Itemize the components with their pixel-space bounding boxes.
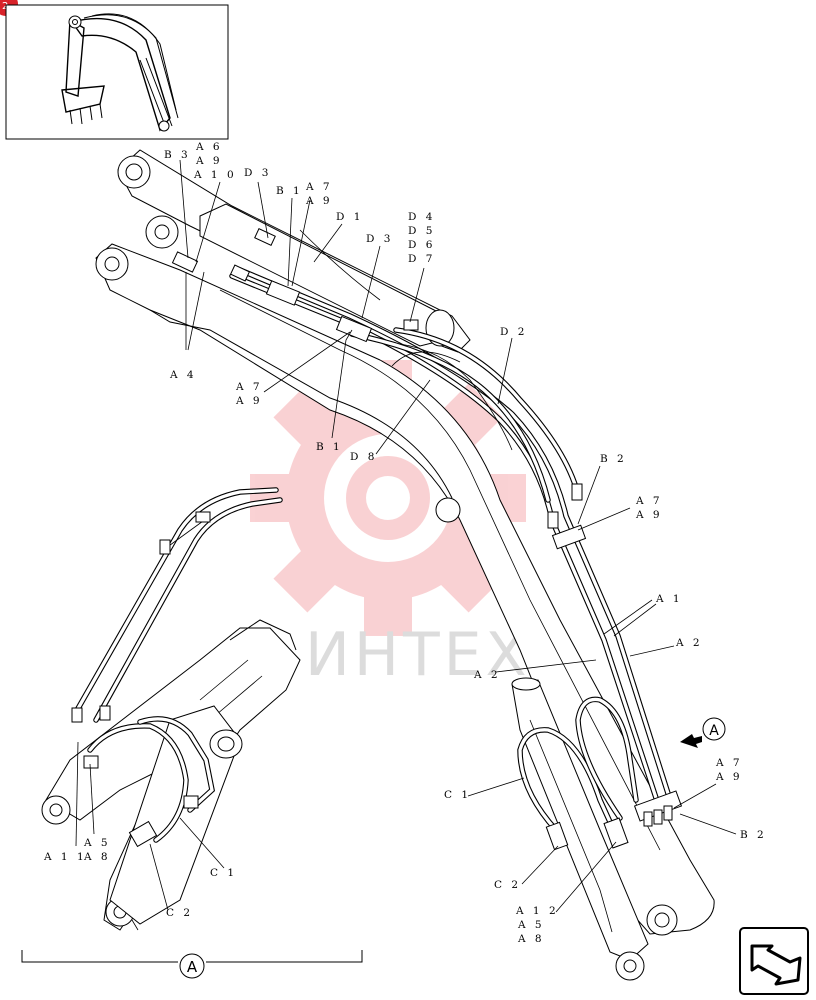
- label-a9-lower: A 9: [715, 771, 743, 783]
- label-a9: A 9: [195, 155, 223, 167]
- label-a5-left: A 5: [83, 837, 111, 849]
- label-d8: D 8: [350, 451, 377, 463]
- label-d6: D 6: [408, 239, 435, 251]
- label-d7: D 7: [408, 253, 435, 265]
- label-a2-left: A 2: [473, 669, 501, 681]
- label-a8-right: A 8: [517, 933, 545, 945]
- label-c1-right: C 1: [444, 789, 471, 801]
- detail-view-a: [41, 487, 301, 931]
- label-a2-right: A 2: [675, 637, 703, 649]
- label-a8-left: A 8: [83, 851, 111, 863]
- label-d3-mid: D 3: [366, 233, 393, 245]
- next-page-button[interactable]: [739, 927, 809, 995]
- watermark-text: ИНТЕХ: [305, 620, 531, 690]
- label-a9-top: A 9: [305, 195, 333, 207]
- label-c1-left: C 1: [210, 867, 237, 879]
- label-a10: A 1 0: [193, 169, 237, 181]
- label-a4: A 4: [169, 369, 197, 381]
- label-a6: A 6: [195, 141, 223, 153]
- label-b1-top: B 1: [276, 185, 303, 197]
- excavator-overview-inset: [5, 4, 229, 140]
- label-d1: D 1: [336, 211, 363, 223]
- label-a11: A 1 1: [43, 851, 87, 863]
- label-b3: B 3: [164, 149, 191, 161]
- label-d3-top: D 3: [244, 167, 271, 179]
- next-page-arrow-icon: [750, 944, 802, 986]
- label-b2-lower: B 2: [740, 829, 767, 841]
- label-a1: A 1: [655, 593, 683, 605]
- section-a-label: A: [187, 958, 198, 976]
- label-a5-right: A 5: [517, 919, 545, 931]
- label-a9-right: A 9: [635, 509, 663, 521]
- leader-lines: [75, 159, 737, 913]
- view-a-arrow-label: A: [709, 723, 719, 739]
- label-b1-bottom: B 1: [316, 441, 343, 453]
- label-a9-left: A 9: [235, 395, 263, 407]
- callout-labels: B 3 A 6 A 9 A 1 0 D 3 B 1 A 7 A 9 D 1 D …: [43, 141, 767, 945]
- label-c2-left: C 2: [166, 907, 193, 919]
- label-c2-right: C 2: [494, 879, 521, 891]
- label-a7-top: A 7: [305, 181, 333, 193]
- label-d2: D 2: [500, 326, 527, 338]
- svg-text:2: 2: [2, 1, 8, 12]
- label-d5: D 5: [408, 225, 435, 237]
- label-a7-lower: A 7: [715, 757, 743, 769]
- label-b2-top: B 2: [600, 453, 627, 465]
- main-boom-assembly: [95, 149, 715, 981]
- label-d4: D 4: [408, 211, 435, 223]
- view-a-arrow-icon: [680, 717, 726, 748]
- section-a-bracket: [21, 950, 363, 979]
- label-a7-left: A 7: [235, 381, 263, 393]
- label-a12: A 1 2: [515, 905, 559, 917]
- label-a7-right: A 7: [635, 495, 663, 507]
